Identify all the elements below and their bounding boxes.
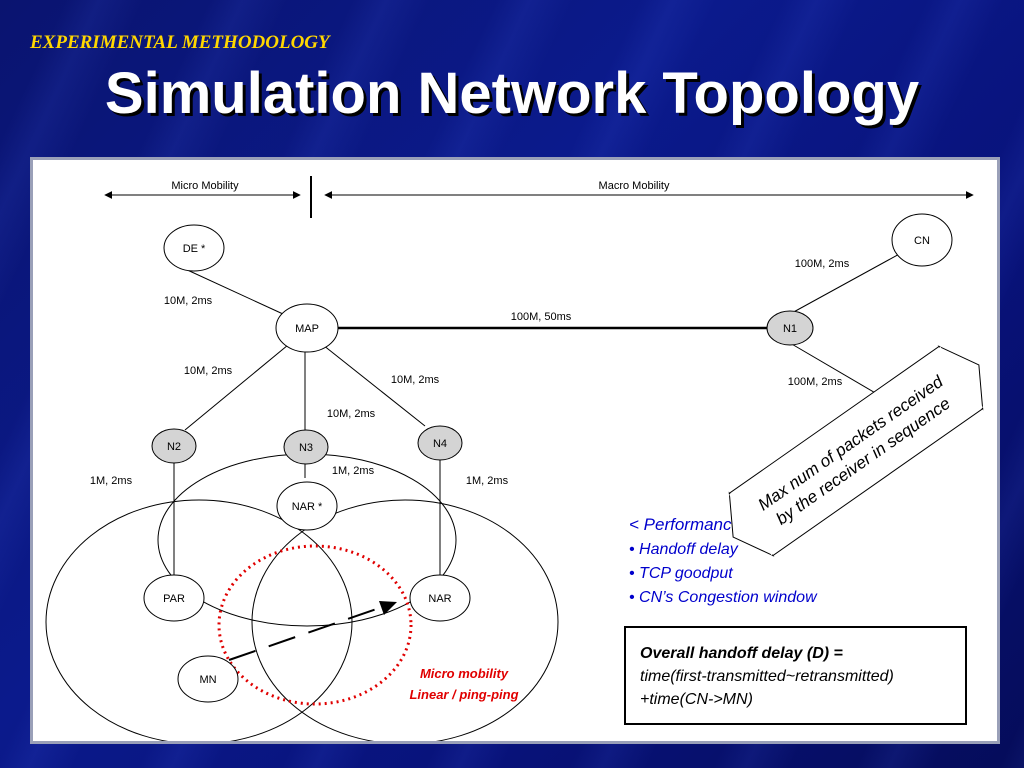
node-mn: MN — [177, 655, 239, 703]
node-n1: N1 — [766, 310, 814, 346]
link-label-map-n1: 100M, 50ms — [511, 311, 572, 323]
svg-text:PAR: PAR — [163, 593, 185, 605]
node-cn: CN — [891, 213, 953, 267]
node-n3: N3 — [283, 429, 329, 465]
node-nar: NAR — [409, 574, 471, 622]
link-label-n1-lower: 100M, 2ms — [788, 376, 843, 388]
node-par: PAR — [143, 574, 205, 622]
svg-text:N2: N2 — [167, 441, 181, 453]
handoff-region-ellipse — [217, 544, 413, 706]
mobility-note-line1: Micro mobility — [420, 666, 509, 681]
formula-title: Overall handoff delay (D) = — [640, 645, 843, 662]
metric-cn-cwnd: • CN’s Congestion window — [629, 589, 818, 606]
formula-line2: +time(CN->MN) — [640, 691, 753, 708]
link-label-map-n3: 10M, 2ms — [327, 408, 376, 420]
link-n1-cn — [789, 251, 904, 315]
formula-line1: time(first-transmitted~retransmitted) — [640, 668, 894, 685]
svg-text:CN: CN — [914, 235, 930, 247]
link-label-n1-cn: 100M, 2ms — [795, 258, 850, 270]
link-label-n4-nar: 1M, 2ms — [466, 475, 509, 487]
mn-movement-arrowhead — [379, 601, 397, 615]
link-label-de-map: 10M, 2ms — [164, 295, 213, 307]
mn-movement-path — [228, 603, 392, 661]
link-map-n4 — [322, 344, 426, 427]
link-label-map-n2: 10M, 2ms — [184, 365, 233, 377]
mobility-note-line2: Linear / ping-ping — [409, 687, 518, 702]
node-nar-star: NAR * — [276, 481, 338, 531]
node-map: MAP — [275, 303, 339, 353]
diagram-panel: Micro Mobility Macro Mobility DE * CN M — [30, 157, 1000, 745]
nar-cell-ellipse — [251, 499, 559, 745]
micro-mobility-label: Micro Mobility — [171, 180, 239, 192]
node-n2: N2 — [151, 428, 197, 464]
topology-diagram: Micro Mobility Macro Mobility DE * CN M — [45, 176, 984, 745]
link-label-map-n4: 10M, 2ms — [391, 374, 440, 386]
link-de-map — [182, 267, 284, 315]
par-cell-ellipse — [45, 499, 353, 745]
metric-tcp-goodput: • TCP goodput — [629, 565, 733, 582]
svg-text:DE *: DE * — [183, 243, 206, 255]
section-kicker: EXPERIMENTAL METHODOLOGY — [30, 32, 330, 53]
svg-text:MAP: MAP — [295, 323, 319, 335]
svg-text:N3: N3 — [299, 442, 313, 454]
slide-title: Simulation Network Topology — [104, 61, 920, 126]
svg-text:MN: MN — [199, 674, 216, 686]
link-label-n3-nar: 1M, 2ms — [332, 465, 375, 477]
metric-handoff-delay: • Handoff delay — [629, 541, 739, 558]
link-label-n2-par: 1M, 2ms — [90, 475, 133, 487]
sequence-callout: Max num of packets received by the recei… — [728, 345, 984, 557]
svg-text:NAR: NAR — [428, 593, 451, 605]
svg-text:NAR *: NAR * — [292, 501, 323, 513]
svg-text:N4: N4 — [433, 438, 447, 450]
svg-text:N1: N1 — [783, 323, 797, 335]
node-de: DE * — [163, 224, 225, 272]
macro-mobility-label: Macro Mobility — [599, 180, 670, 192]
link-map-n2 — [184, 344, 289, 431]
node-n4: N4 — [417, 425, 463, 461]
formula-box — [624, 626, 967, 725]
